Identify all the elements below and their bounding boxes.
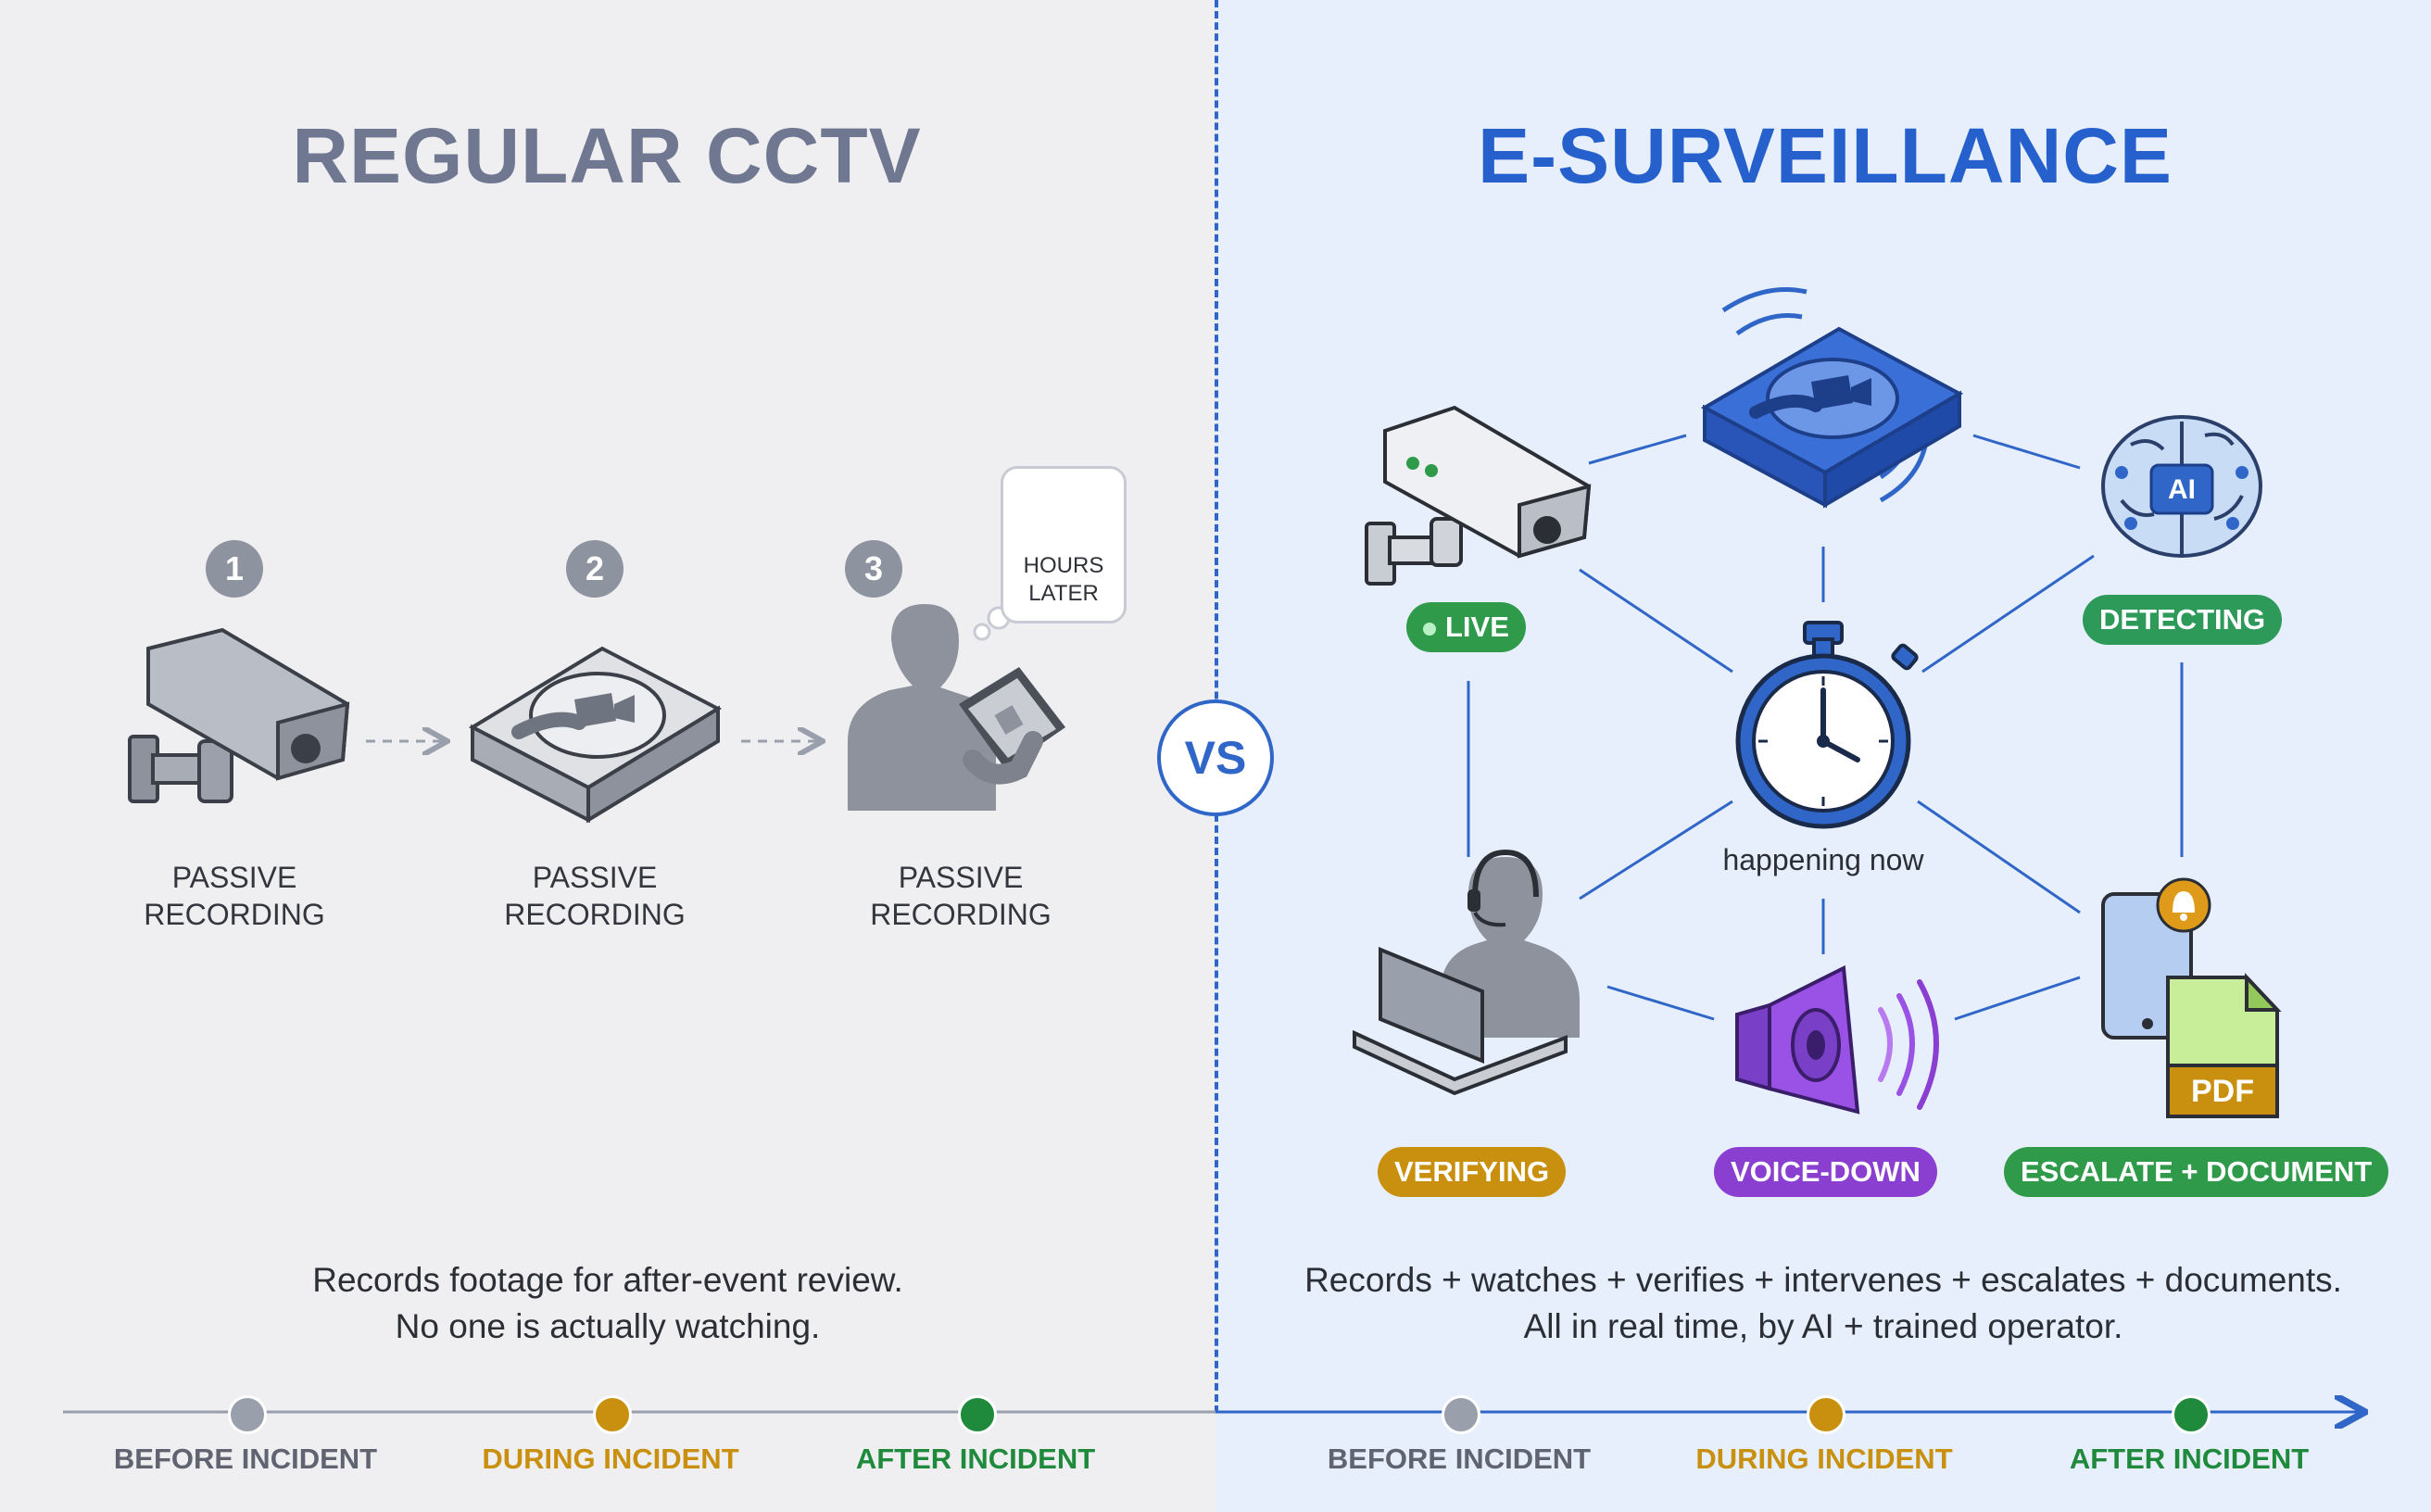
dvr-recorder-icon: [468, 646, 723, 824]
timeline-dot-before: [228, 1395, 267, 1434]
step-3-badge: 3: [845, 540, 902, 598]
operator-headset-icon: [1353, 849, 1580, 1096]
timeline-dot-after-right: [2172, 1395, 2211, 1434]
escalate-document-pill: ESCALATE + DOCUMENT: [2004, 1147, 2389, 1197]
phone-pdf-icon: [2101, 892, 2282, 1118]
regular-cctv-title: REGULAR CCTV: [292, 112, 922, 199]
timeline-label-after-right: AFTER INCIDENT: [2069, 1443, 2310, 1475]
bell-icon: [2156, 877, 2211, 933]
step-1-badge: 1: [206, 540, 263, 598]
speaker-icon: [1735, 964, 1939, 1115]
cctv-camera-icon: [128, 627, 350, 803]
cctv-description: Records footage for after-event review.N…: [312, 1261, 903, 1345]
timeline-dot-during: [593, 1395, 632, 1434]
live-camera-icon: [1365, 405, 1592, 586]
ai-badge: AI: [2168, 474, 2196, 505]
verifying-pill: VERIFYING: [1378, 1147, 1567, 1197]
vs-badge: VS: [1157, 699, 1274, 816]
live-pill: LIVE: [1406, 602, 1526, 652]
stopwatch-icon: [1735, 621, 1919, 829]
live-dot-icon: [1423, 622, 1436, 636]
timeline-label-during: DURING INCIDENT: [482, 1443, 739, 1475]
person-tablet-icon: [848, 604, 1065, 811]
voice-down-pill: VOICE-DOWN: [1714, 1147, 1937, 1197]
step-2-badge: 2: [566, 540, 623, 598]
timeline-dot-during-right: [1807, 1395, 1845, 1434]
timeline-label-before: BEFORE INCIDENT: [113, 1443, 378, 1475]
timeline-label-during-right: DURING INCIDENT: [1695, 1443, 1953, 1475]
happening-now-label: happening now: [1722, 843, 1924, 876]
e-surveillance-title: E-SURVEILLANCE: [1478, 112, 2173, 199]
brain-ai-icon: [2101, 415, 2262, 558]
timeline-dot-before-right: [1442, 1395, 1480, 1434]
timeline-dot-after: [958, 1395, 997, 1434]
smart-dvr-icon: [1700, 287, 1964, 509]
network-lines: [1467, 434, 2184, 1021]
timeline-label-after: AFTER INCIDENT: [855, 1443, 1096, 1475]
detecting-pill: DETECTING: [2083, 595, 2283, 645]
pdf-badge: PDF: [2191, 1074, 2254, 1109]
e-surveillance-description: Records + watches + verifies + intervene…: [1304, 1261, 2342, 1345]
timeline-label-before-right: BEFORE INCIDENT: [1327, 1443, 1592, 1475]
